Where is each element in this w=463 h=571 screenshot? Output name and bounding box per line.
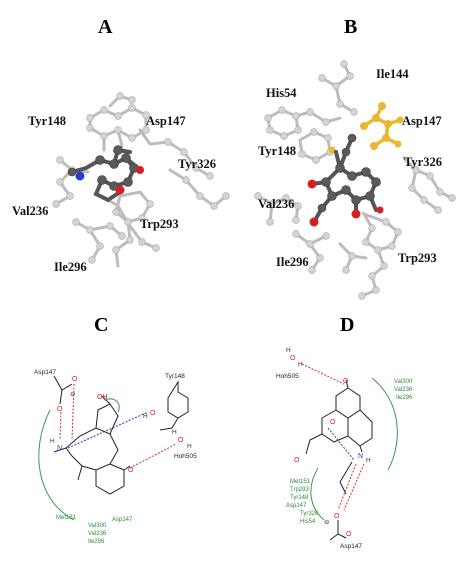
panel-d: D H O H Hoh505 O O O N H O ⊖ O Asp147 Va… bbox=[276, 314, 413, 550]
panel-d-asp-o2: O bbox=[346, 531, 352, 538]
panel-c-asp-o1: O bbox=[72, 376, 78, 383]
panel-d-hyd-val236: Val236 bbox=[394, 387, 413, 393]
panel-b-label-ile296: Ile296 bbox=[276, 255, 309, 269]
panel-a: A bbox=[12, 16, 230, 274]
panel-a-label-asp147: Asp147 bbox=[146, 114, 186, 128]
panel-b-letter: B bbox=[344, 16, 357, 38]
panel-d-letter: D bbox=[340, 314, 354, 336]
panel-d-hyd-tyr326: Tyr326 bbox=[300, 511, 319, 517]
panel-c-hoh-h2: H bbox=[187, 443, 192, 450]
panel-c-hyd-val300: Val300 bbox=[88, 523, 107, 529]
panel-c-hyd-ile296: Ile296 bbox=[88, 539, 105, 545]
panel-d-lig-h: H bbox=[366, 457, 371, 464]
panel-a-letter: A bbox=[98, 16, 113, 38]
panel-b-ligand bbox=[307, 133, 384, 227]
panel-b-label-his54: His54 bbox=[266, 86, 297, 100]
panel-b: B bbox=[254, 16, 456, 300]
panel-c-hoh505-label: Hoh505 bbox=[174, 453, 197, 460]
panel-a-label-trp293: Trp293 bbox=[140, 217, 179, 231]
panel-c-asp147-label: Asp147 bbox=[34, 369, 56, 376]
panel-b-label-ile144: Ile144 bbox=[376, 67, 409, 81]
panel-c-lig-oh2: O bbox=[128, 467, 134, 474]
panel-d-hyd-asp147: Asp147 bbox=[286, 503, 307, 509]
panel-b-label-asp147: Asp147 bbox=[402, 114, 442, 128]
panel-d-asp147-label: Asp147 bbox=[340, 543, 362, 550]
panel-d-hoh-h1: H bbox=[286, 347, 291, 354]
panel-c-tyr148-label: Tyr148 bbox=[165, 373, 185, 380]
panel-d-asp-o1: O bbox=[334, 513, 340, 520]
panel-d-asp-charge: ⊖ bbox=[324, 519, 330, 526]
panel-d-hoh-h2: H bbox=[298, 361, 303, 368]
panel-d-hyd-met151: Met151 bbox=[290, 479, 311, 485]
panel-d-lig-o-bridge: O bbox=[330, 419, 336, 426]
panel-c: C Asp147 O ⊖ O Tyr148 O H H O H Hoh505 N… bbox=[34, 314, 197, 545]
panel-a-label-tyr148: Tyr148 bbox=[28, 114, 66, 128]
panel-b-label-tyr326: Tyr326 bbox=[404, 155, 442, 169]
panel-c-hyd-met151: Met151 bbox=[56, 515, 77, 521]
panel-a-label-val236: Val236 bbox=[12, 204, 48, 218]
panel-c-hyd-val236: Val236 bbox=[88, 531, 107, 537]
panel-d-lig-n: N bbox=[358, 453, 363, 460]
panel-a-residue-atoms bbox=[52, 92, 230, 264]
panel-c-hoh-h1: H bbox=[172, 429, 177, 436]
panel-c-lig-n: N bbox=[57, 445, 62, 452]
panel-c-hyd-asp147: Asp147 bbox=[112, 517, 133, 523]
panel-c-asp-charge: ⊖ bbox=[70, 391, 76, 398]
panel-b-residue-atoms bbox=[254, 60, 456, 300]
panel-d-hyd-ile296: Ile296 bbox=[396, 395, 413, 401]
panel-b-label-trp293: Trp293 bbox=[398, 251, 437, 265]
panel-c-tyr-o: O bbox=[150, 410, 156, 417]
panel-c-lig-h: H bbox=[50, 438, 55, 445]
panel-b-label-val236: Val236 bbox=[258, 197, 294, 211]
panel-c-lig-oh: OH bbox=[97, 394, 108, 401]
panel-d-hyd-his54: His54 bbox=[300, 519, 316, 525]
panel-d-hyd-trp293: Trp293 bbox=[290, 487, 309, 493]
panel-d-lig-o-ketone: O bbox=[294, 457, 300, 464]
panel-c-hoh-o: O bbox=[178, 437, 184, 444]
panel-c-tyr-h: H bbox=[143, 413, 148, 420]
panel-d-lig-o-top: O bbox=[343, 378, 349, 385]
panel-c-letter: C bbox=[94, 314, 108, 336]
panel-d-hoh505-label: Hoh505 bbox=[276, 373, 299, 380]
panel-d-hyd-tyr148: Tyr148 bbox=[290, 495, 309, 501]
panel-a-label-tyr326: Tyr326 bbox=[178, 157, 216, 171]
panel-b-asp147-highlight bbox=[328, 102, 404, 154]
panel-c-asp-o2: O bbox=[57, 406, 63, 413]
panel-b-label-tyr148: Tyr148 bbox=[258, 144, 296, 158]
panel-a-label-ile296: Ile296 bbox=[54, 260, 87, 274]
panel-d-hoh-o: O bbox=[290, 355, 296, 362]
panel-d-hyd-val300: Val300 bbox=[394, 379, 413, 385]
panel-a-ligand bbox=[67, 145, 144, 203]
